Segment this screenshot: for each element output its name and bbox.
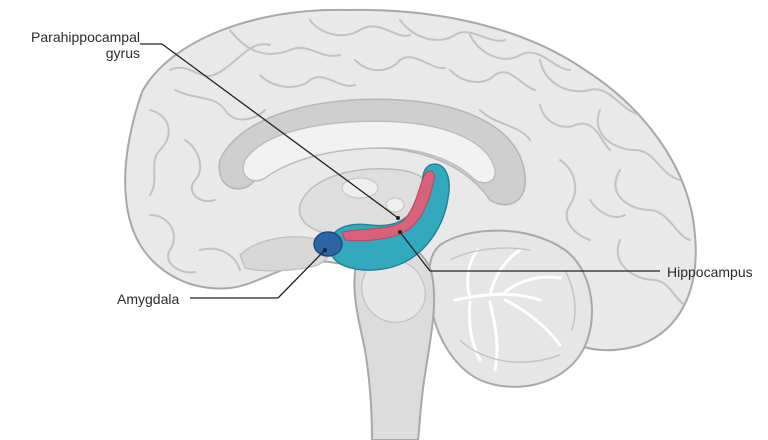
leader-lines: [140, 43, 660, 299]
corpus-callosum: [242, 120, 496, 184]
label-parahippocampal-line1: Parahippocampal: [31, 29, 140, 45]
leader-dot-parahippocampal: [396, 216, 400, 220]
brainstem: [353, 238, 436, 440]
mammillary-body: [385, 197, 405, 213]
label-amygdala: Amygdala: [117, 291, 180, 307]
leader-parahippocampal-diag: [161, 43, 399, 219]
arbor-vitae: [453, 248, 562, 372]
label-parahippocampal-line2: gyrus: [105, 45, 140, 61]
leader-amygdala-diag: [277, 249, 326, 299]
leader-dot-amygdala: [323, 248, 327, 252]
label-parahippocampal-gyrus: Parahippocampal gyrus: [2, 29, 140, 61]
leader-hippocampus-diag: [399, 231, 431, 272]
cerebellum-folia: [449, 247, 576, 363]
amygdala-shape: [313, 231, 343, 257]
gyri-folds: [149, 19, 691, 306]
cerebellum-outline: [427, 229, 593, 388]
cerebellum: [427, 229, 593, 388]
limbic-structures: [313, 163, 450, 271]
parahippocampal-shape: [341, 170, 435, 242]
hippocampus-shape: [329, 163, 450, 271]
label-hippocampus: Hippocampus: [667, 264, 753, 280]
leader-dot-hippocampus: [398, 230, 402, 234]
